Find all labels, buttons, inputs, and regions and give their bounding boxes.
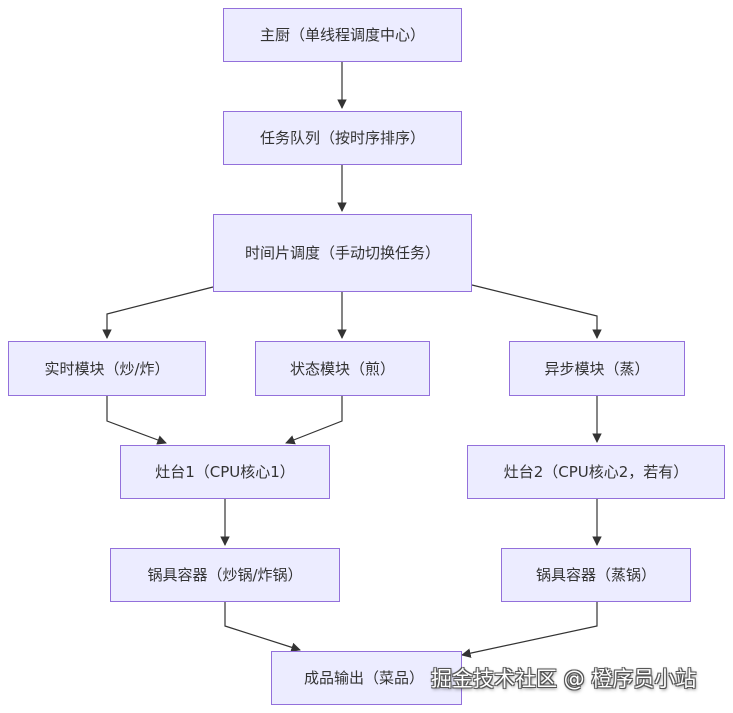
- node-realtime-module-label: 实时模块（炒/炸）: [44, 359, 170, 378]
- node-stove1-label: 灶台1（CPU核心1）: [155, 463, 295, 481]
- node-output: 成品输出（菜品）: [271, 651, 462, 705]
- node-async-module: 异步模块（蒸）: [509, 341, 685, 396]
- edge-realtime-to-stove1: [106, 396, 167, 445]
- node-stove2: 灶台2（CPU核心2，若有）: [467, 445, 725, 499]
- edge-state-to-stove1: [285, 396, 343, 445]
- node-state-module-label: 状态模块（煎）: [289, 359, 395, 378]
- edge-slice-to-async: [471, 284, 602, 339]
- node-output-label: 成品输出（菜品）: [304, 669, 425, 687]
- node-chef: 主厨（单线程调度中心）: [223, 8, 462, 62]
- node-time-slice: 时间片调度（手动切换任务）: [213, 214, 472, 292]
- edge-slice-to-realtime: [102, 286, 214, 339]
- node-cookware1-label: 锅具容器（炒锅/炸锅）: [147, 566, 303, 584]
- watermark-text: 掘金技术社区 @ 橙序员小站: [431, 667, 697, 691]
- node-time-slice-label: 时间片调度（手动切换任务）: [244, 244, 440, 262]
- node-realtime-module: 实时模块（炒/炸）: [8, 341, 206, 396]
- node-stove1: 灶台1（CPU核心1）: [120, 445, 330, 499]
- node-stove2-label: 灶台2（CPU核心2，若有）: [503, 463, 689, 481]
- node-cookware2-label: 锅具容器（蒸锅）: [535, 566, 656, 584]
- edge-cookware1-to-output: [224, 602, 301, 652]
- node-state-module: 状态模块（煎）: [255, 341, 430, 396]
- node-async-module-label: 异步模块（蒸）: [544, 359, 650, 378]
- edge-cookware2-to-output: [461, 602, 598, 658]
- node-chef-label: 主厨（单线程调度中心）: [259, 26, 425, 44]
- node-task-queue-label: 任务队列（按时序排序）: [259, 129, 425, 147]
- node-cookware1: 锅具容器（炒锅/炸锅）: [110, 548, 340, 602]
- node-task-queue: 任务队列（按时序排序）: [223, 111, 462, 165]
- node-cookware2: 锅具容器（蒸锅）: [501, 548, 691, 602]
